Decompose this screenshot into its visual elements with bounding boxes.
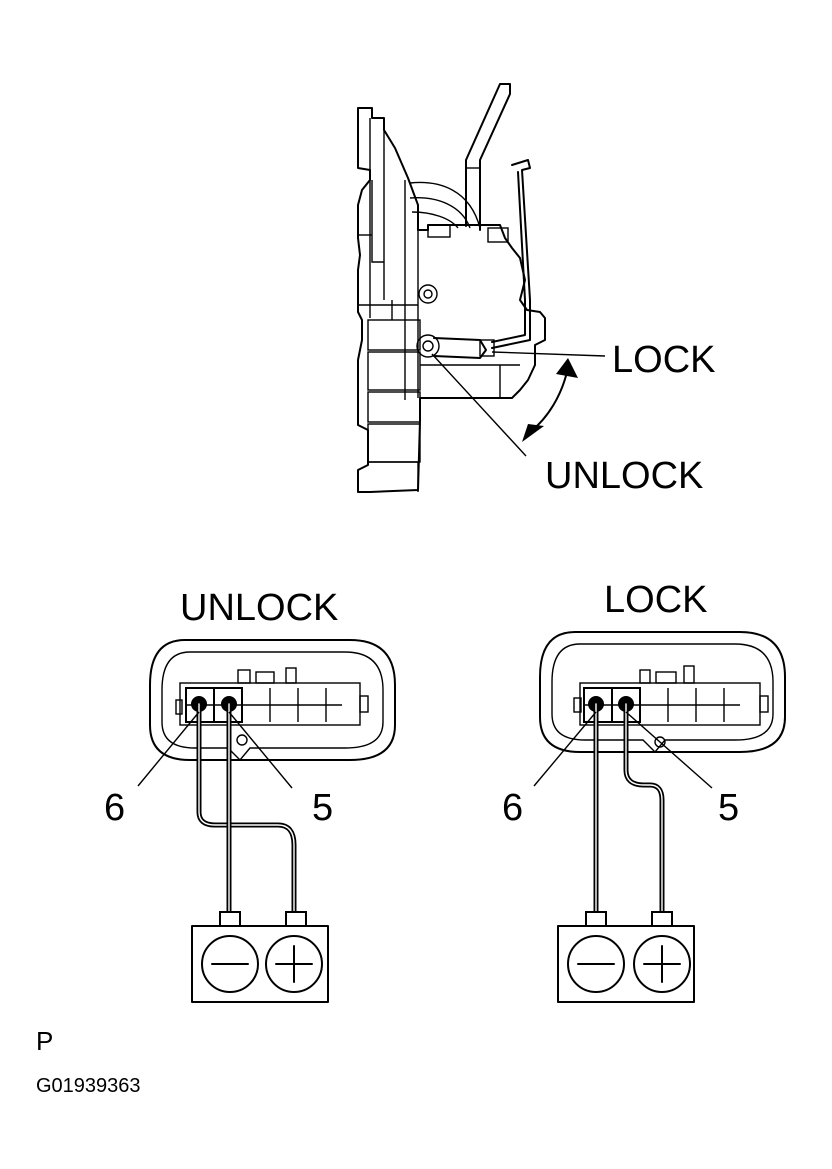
lock-terminal-6-label: 6 [502, 787, 523, 829]
unlock-terminal-6-label: 6 [104, 787, 125, 829]
unlock-connector [137, 639, 396, 1003]
unlock-position-label: UNLOCK [545, 455, 703, 497]
door-lock-mechanism [357, 83, 606, 493]
lock-terminal-5-label: 5 [718, 787, 739, 829]
unlock-terminal-5-label: 5 [312, 787, 333, 829]
view-letter: P [36, 1026, 53, 1056]
lock-connector-title: LOCK [604, 579, 707, 621]
figure-code: G01939363 [36, 1075, 141, 1097]
lock-position-label: LOCK [612, 339, 715, 381]
lock-connector [533, 631, 786, 1003]
unlock-connector-title: UNLOCK [180, 587, 338, 629]
